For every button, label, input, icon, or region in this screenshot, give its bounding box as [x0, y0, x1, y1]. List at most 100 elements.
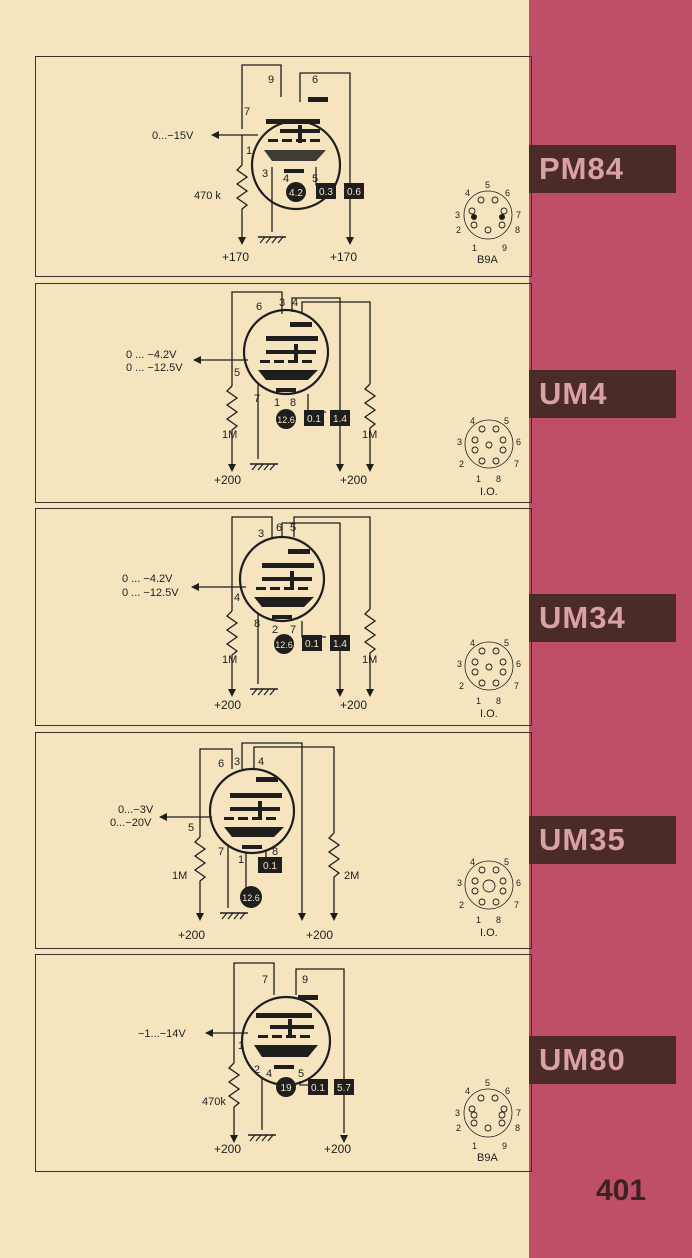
diagram-label: 5	[234, 367, 240, 379]
diagram-label: 3	[457, 878, 462, 888]
resistor-label-left: 1M	[222, 429, 237, 441]
socket-type-label: B9A	[477, 1152, 498, 1164]
diagram-label: 3	[234, 756, 240, 768]
diagram-label: 5	[504, 638, 509, 648]
diagram-label: 1	[472, 1141, 477, 1151]
diagram-label: 5	[290, 522, 296, 534]
resistor-label-right: 1M	[362, 429, 377, 441]
diagram-label: 4	[292, 297, 298, 309]
tab-um4[interactable]: UM4	[529, 370, 676, 418]
diagram-label: 8	[290, 397, 296, 409]
diagram-label: 1	[476, 474, 481, 484]
supply-label-left: +200	[214, 698, 241, 712]
diagram-label: 0.1	[311, 1083, 325, 1094]
circuit-diagram-um4: 6 3 4 5 7 1 8 12.6 0.1 1.4 0 ... −4.2V 0…	[126, 291, 521, 498]
diagram-label: 8	[272, 846, 278, 858]
heater-voltage: 4.2	[289, 188, 303, 199]
circuit-diagram-um35: 6 3 4 5 7 1 8 0.1 12.6 0...−3V 0...−20V …	[110, 742, 521, 942]
diagram-label: 7	[262, 974, 268, 986]
diagram-label: 6	[256, 301, 262, 313]
circuit-panel-pm84: 9 6 7 1 3 4 5 4.2 0.3 0.6 0...−15V 470 k…	[35, 56, 532, 277]
socket-diagram: 4 5 3 6 2 7 1 8 I.O.	[457, 416, 521, 498]
tab-um34[interactable]: UM34	[529, 594, 676, 642]
tab-pm84[interactable]: PM84	[529, 145, 676, 193]
grid-range-label: 0...−3V	[118, 804, 154, 816]
supply-label-right: +200	[340, 698, 367, 712]
diagram-label: 1	[476, 915, 481, 925]
diagram-label: 3	[457, 437, 462, 447]
diagram-label: 4	[258, 756, 264, 768]
supply-label-left: +200	[214, 473, 241, 487]
diagram-label: 0.1	[263, 861, 277, 872]
socket-type-label: B9A	[477, 254, 498, 266]
diagram-label: 5	[504, 416, 509, 426]
circuit-diagram-pm84: 9 6 7 1 3 4 5 4.2 0.3 0.6 0...−15V 470 k…	[152, 64, 521, 266]
diagram-label: 1	[476, 696, 481, 706]
diagram-label: 0.1	[307, 414, 321, 425]
supply-label-right: +200	[306, 928, 333, 942]
pin-label: 6	[312, 74, 318, 86]
diagram-label: 2	[254, 1064, 260, 1076]
diagram-label: 4	[234, 592, 240, 604]
diagram-label: 7	[514, 459, 519, 469]
diagram-label: 8	[496, 915, 501, 925]
resistor-label: 470k	[202, 1096, 226, 1108]
diagram-label: 3	[279, 297, 285, 309]
diagram-label: 1	[238, 1040, 244, 1052]
diagram-label: 3	[457, 659, 462, 669]
diagram-label: 6	[516, 878, 521, 888]
page-number: 401	[596, 1174, 647, 1207]
diagram-label: 19	[280, 1083, 292, 1094]
heater-power: 0.6	[347, 187, 361, 198]
socket-type-label: I.O.	[480, 486, 498, 498]
diagram-label: 12.6	[242, 893, 260, 903]
diagram-label: 1	[238, 854, 244, 866]
diagram-label: 9	[502, 243, 507, 253]
tab-um80[interactable]: UM80	[529, 1036, 676, 1084]
diagram-label: 4	[470, 638, 475, 648]
supply-label-right: +170	[330, 250, 357, 264]
diagram-label: 7	[516, 210, 521, 220]
diagram-label: 6	[505, 188, 510, 198]
diagram-label: 8	[254, 618, 260, 630]
grid-range-label: 0...−15V	[152, 130, 194, 142]
diagram-label: 4	[470, 416, 475, 426]
circuit-diagram-um80: 7 9 1 2 4 5 19 0.1 5.7 −1...−14V 470k +2…	[138, 962, 521, 1164]
diagram-label: 3	[455, 1108, 460, 1118]
diagram-label: 9	[302, 974, 308, 986]
diagram-label: 5	[504, 857, 509, 867]
socket-diagram: 5 4 6 3 7 2 8 1 9 B9A	[455, 180, 521, 266]
diagram-label: 8	[496, 474, 501, 484]
diagram-label: 8	[515, 225, 520, 235]
resistor-label-left: 1M	[222, 654, 237, 666]
heater-current: 0.3	[319, 187, 333, 198]
pin-label: 1	[246, 145, 252, 157]
tab-um35[interactable]: UM35	[529, 816, 676, 864]
diagram-label: 9	[502, 1141, 507, 1151]
resistor-label-right: 1M	[362, 654, 377, 666]
diagram-label: 2	[456, 225, 461, 235]
diagram-label: 3	[258, 528, 264, 540]
diagram-label: 5	[298, 1068, 304, 1080]
diagram-label: 8	[496, 696, 501, 706]
diagram-label: 4	[465, 1086, 470, 1096]
resistor-label-right: 2M	[344, 870, 359, 882]
diagram-label: 6	[276, 522, 282, 534]
supply-label-left: +200	[214, 1142, 241, 1156]
circuit-panel-um35: 6 3 4 5 7 1 8 0.1 12.6 0...−3V 0...−20V …	[35, 732, 532, 949]
grid-range-label: 0 ... −4.2V	[126, 349, 177, 361]
grid-range-label: −1...−14V	[138, 1028, 186, 1040]
diagram-label: 7	[514, 900, 519, 910]
socket-diagram: 4 5 3 6 2 7 1 8 I.O.	[457, 857, 521, 939]
supply-label-right: +200	[340, 473, 367, 487]
diagram-label: 2	[459, 900, 464, 910]
diagram-label: 5.7	[337, 1083, 351, 1094]
diagram-label: 5	[485, 180, 490, 190]
diagram-label: 6	[516, 437, 521, 447]
circuit-panel-um4: 6 3 4 5 7 1 8 12.6 0.1 1.4 0 ... −4.2V 0…	[35, 283, 532, 503]
socket-diagram: 4 5 3 6 2 7 1 8 I.O.	[457, 638, 521, 720]
diagram-label: 8	[515, 1123, 520, 1133]
diagram-label: 7	[254, 393, 260, 405]
diagram-label: 2	[459, 459, 464, 469]
